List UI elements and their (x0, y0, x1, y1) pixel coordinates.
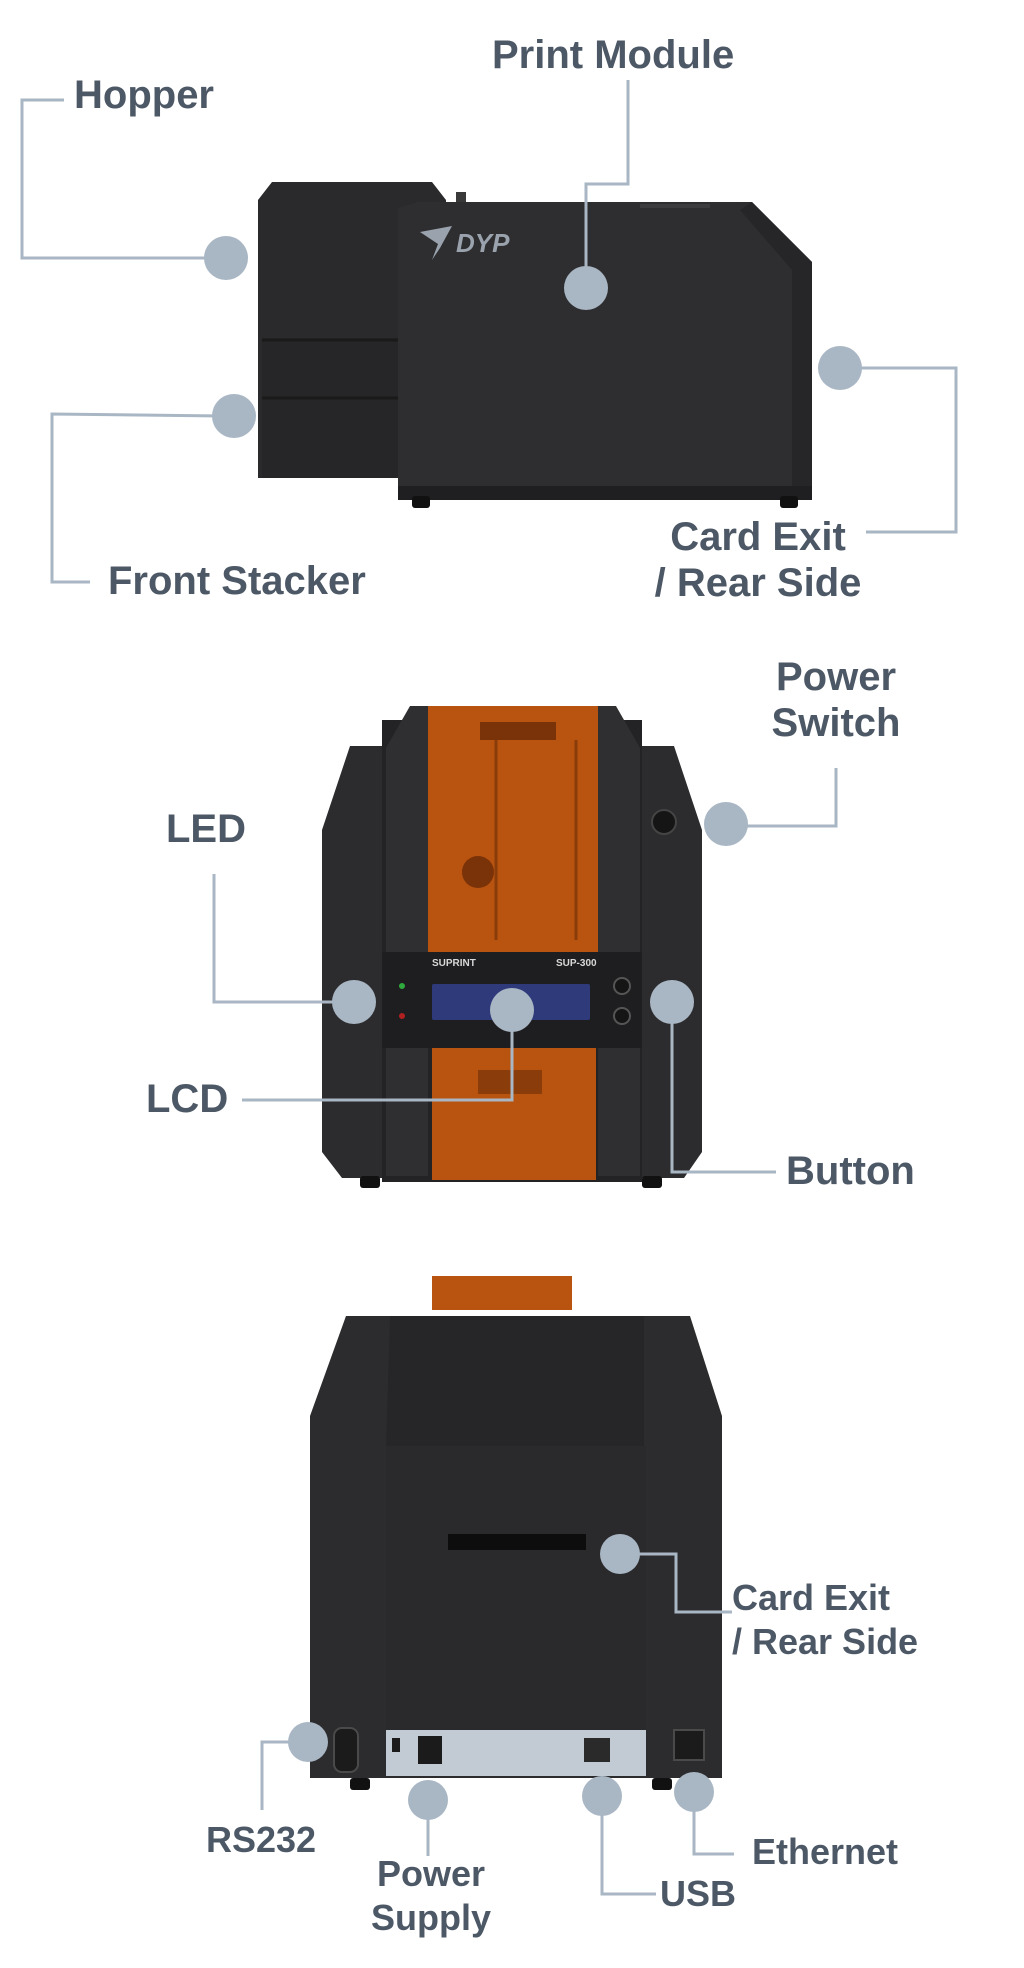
front-body (322, 746, 385, 1178)
label-usb: USB (660, 1873, 737, 1914)
front-brand-text: SUPRINT (432, 958, 476, 969)
label-led: LED (166, 807, 246, 851)
led-green-icon (399, 983, 405, 989)
callout-dot-power-switch (704, 802, 748, 846)
callout-dot-rs232 (288, 1722, 328, 1762)
callout-print-module (564, 80, 630, 310)
panel-button-top (613, 977, 631, 995)
orange-cover-upper (428, 706, 598, 956)
callout-hopper (20, 98, 248, 280)
callout-dot-lcd (490, 988, 534, 1032)
printer-side-view: DYP (258, 182, 812, 508)
printer-rear-view (310, 1276, 722, 1790)
label-card-exit-rear-line1: Card Exit (732, 1577, 891, 1618)
rs232-port (333, 1727, 359, 1773)
callout-power-supply (408, 1780, 448, 1856)
label-power-switch-line2: Switch (771, 701, 901, 745)
printer-front-view: SUPRINT SUP-300 (322, 706, 702, 1188)
callout-rs232 (260, 1722, 328, 1810)
callout-front-stacker (50, 394, 256, 584)
label-power-supply-line2: Supply (370, 1897, 491, 1938)
callout-dot-button (650, 980, 694, 1024)
label-card-exit-rear: Card Exit / Rear Side (732, 1576, 918, 1664)
rear-orange-top (432, 1276, 572, 1310)
label-print-module: Print Module (492, 33, 735, 77)
rear-card-exit-slot (448, 1534, 586, 1550)
callout-dot-card-exit-rear (600, 1534, 640, 1574)
ethernet-port (673, 1729, 705, 1761)
side-logo-text: DYP (456, 228, 510, 258)
orange-cover-lower (432, 1048, 596, 1180)
print-module-body (398, 202, 812, 500)
callout-card-exit-rear (600, 1534, 732, 1614)
label-rs232: RS232 (206, 1819, 317, 1860)
callout-power-switch (704, 768, 838, 846)
callout-dot-ethernet (674, 1772, 714, 1812)
label-front-stacker: Front Stacker (108, 559, 366, 603)
callout-led (212, 874, 376, 1024)
led-red-icon (399, 1013, 405, 1019)
callout-dot-led (332, 980, 376, 1024)
callout-dot-power-supply (408, 1780, 448, 1820)
label-power-supply-line1: Power (376, 1853, 486, 1894)
callout-ethernet (674, 1772, 734, 1856)
label-power-switch: Power Switch (736, 654, 936, 746)
power-supply-port (418, 1736, 442, 1764)
callout-usb (582, 1776, 656, 1896)
dyp-logo-icon (420, 226, 452, 260)
front-model-text: SUP-300 (556, 958, 597, 969)
label-ethernet: Ethernet (752, 1831, 899, 1872)
label-hopper: Hopper (74, 73, 214, 117)
callout-dot-print-module (564, 266, 608, 310)
label-power-supply: Power Supply (346, 1852, 516, 1940)
callout-dot-front-stacker (212, 394, 256, 438)
callout-dot-hopper (204, 236, 248, 280)
callout-lcd (242, 988, 534, 1102)
callout-card-exit-side (818, 346, 958, 534)
label-button: Button (786, 1149, 915, 1193)
usb-port (584, 1738, 610, 1762)
panel-button-bottom (613, 1007, 631, 1025)
label-card-exit-side-line1: Card Exit (670, 515, 846, 559)
callout-button (650, 980, 776, 1174)
label-lcd: LCD (146, 1077, 229, 1121)
label-card-exit-rear-line2: / Rear Side (732, 1621, 919, 1662)
callout-dot-usb (582, 1776, 622, 1816)
label-card-exit-side-line2: / Rear Side (654, 561, 862, 605)
label-card-exit-side: Card Exit / Rear Side (648, 514, 868, 606)
label-power-switch-line1: Power (775, 655, 897, 699)
power-switch-icon (651, 809, 677, 835)
front-stacker-body (262, 338, 402, 478)
callout-dot-card-exit-side (818, 346, 862, 390)
